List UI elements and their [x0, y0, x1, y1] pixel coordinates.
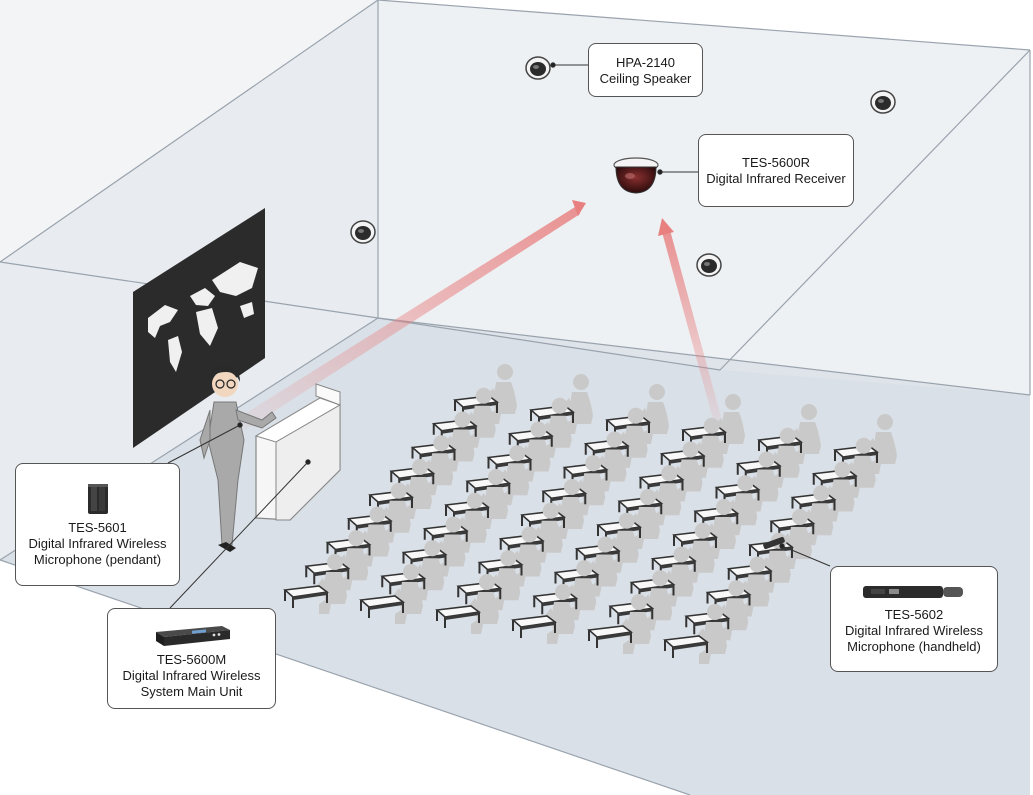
main-unit-line1: Digital Infrared Wireless: [122, 668, 261, 683]
dome-receiver-icon: [613, 157, 659, 194]
ceiling-speaker-icon: [696, 253, 722, 277]
callout-leaders: [167, 62, 831, 609]
pendant-mic-line2: Microphone (pendant): [33, 552, 162, 567]
ir-receiver-model: TES-5600R: [742, 155, 810, 170]
callout-handheld-mic: TES-5602 Digital Infrared Wireless Micro…: [830, 566, 998, 672]
world-map-screen: [133, 208, 265, 448]
handheld-mic-line1: Digital Infrared Wireless: [845, 623, 983, 638]
callout-main-unit: TES-5600M Digital Infrared Wireless Syst…: [107, 608, 276, 709]
ceiling-speaker-icon: [350, 220, 376, 244]
ir-receiver-name: Digital Infrared Receiver: [706, 171, 846, 186]
handheld-mic-line2: Microphone (handheld): [847, 639, 981, 654]
main-unit-model: TES-5600M: [156, 652, 227, 667]
ceiling-speaker-name: Ceiling Speaker: [599, 71, 692, 86]
main-unit-line2: System Main Unit: [140, 684, 243, 699]
handheld-mic-icon: [863, 586, 963, 598]
ceiling-speaker-model: HPA-2140: [615, 55, 675, 70]
callout-pendant-mic: TES-5601 Digital Infrared Wireless Micro…: [15, 463, 180, 586]
main-unit-icon: [155, 626, 230, 646]
pendant-mic-line1: Digital Infrared Wireless: [28, 536, 167, 551]
ceiling-speaker-icon: [870, 90, 896, 114]
callout-ceiling-speaker: HPA-2140 Ceiling Speaker: [588, 43, 703, 97]
pendant-mic-icon: [87, 484, 108, 514]
callout-ir-receiver: TES-5600R Digital Infrared Receiver: [698, 134, 854, 207]
ceiling-speaker-icon: [525, 56, 551, 80]
handheld-mic-model: TES-5602: [884, 607, 944, 622]
pendant-mic-model: TES-5601: [68, 520, 127, 535]
ir-beams: [235, 200, 724, 430]
